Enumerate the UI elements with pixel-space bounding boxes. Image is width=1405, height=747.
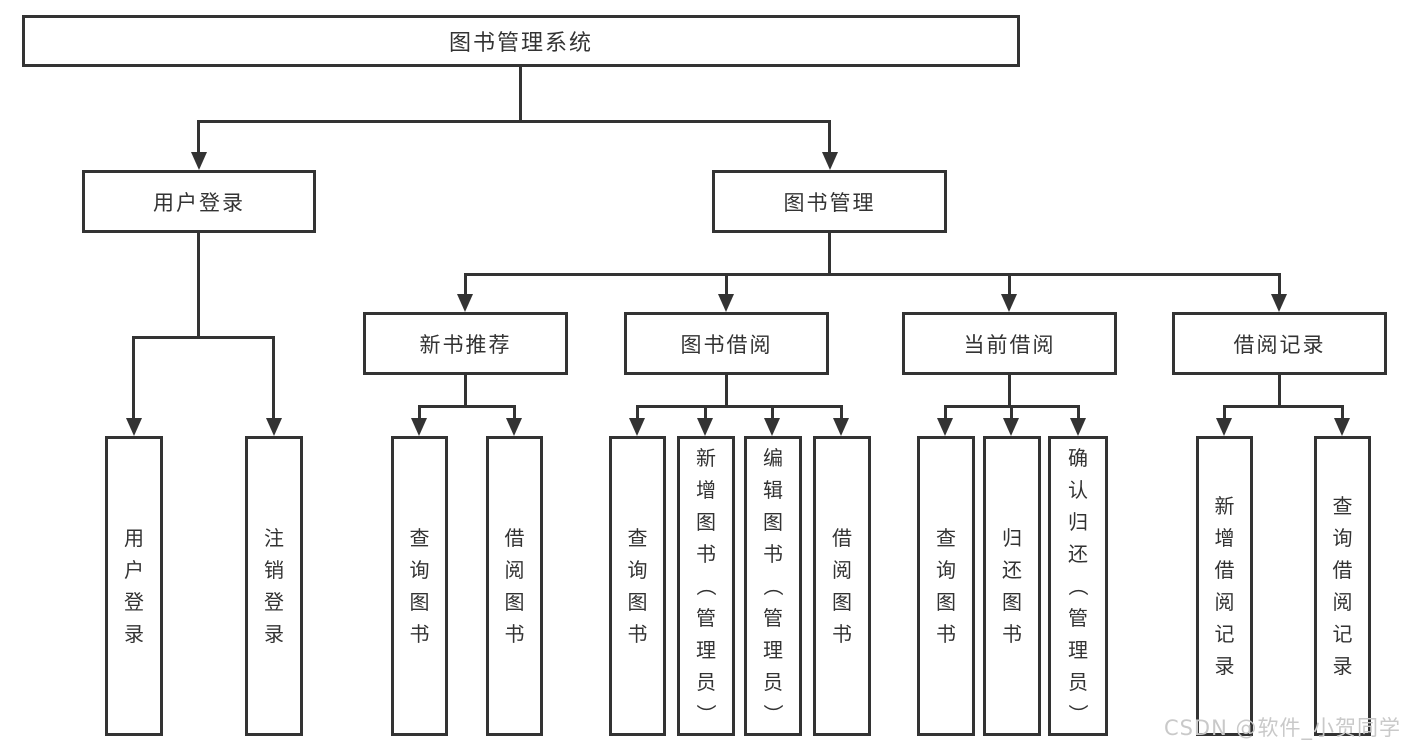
arrow-to-borrow-query [629, 418, 645, 436]
arrow-to-confirm-return [1070, 418, 1086, 436]
arrow-to-add-record [1216, 418, 1232, 436]
leaf-current-query-book-label: 查询图书 [936, 526, 956, 646]
arrow-to-recommend-query [411, 418, 427, 436]
arrow-to-current-borrow [1001, 294, 1017, 312]
node-current-borrow: 当前借阅 [902, 312, 1117, 375]
leaf-borrow-query-book-label: 查询图书 [627, 526, 648, 646]
edge-root-drop-right [828, 120, 831, 154]
leaf-borrow-book: 借阅图书 [813, 436, 871, 736]
arrow-to-query-record [1334, 418, 1350, 436]
edge-borrow-drop-3 [771, 405, 774, 420]
edge-root-drop-left [197, 120, 200, 154]
arrow-to-edit-book [764, 418, 780, 436]
arrow-to-recommend [457, 294, 473, 312]
edge-recommend-bus [418, 405, 516, 408]
node-current-borrow-label: 当前借阅 [963, 332, 1056, 357]
edge-record-bus [1223, 405, 1344, 408]
arrow-to-borrow-book [833, 418, 849, 436]
leaf-add-book-admin-label: 新增图书（管理员） [694, 446, 718, 724]
edge-borrow-stem [725, 375, 728, 407]
leaf-edit-book-admin-label: 编辑图书（管理员） [761, 446, 785, 724]
edge-borrow-drop-2 [704, 405, 707, 420]
leaf-add-borrow-record-label: 新增借阅记录 [1214, 494, 1235, 678]
leaf-borrow-query-book: 查询图书 [609, 436, 666, 736]
leaf-query-borrow-record: 查询借阅记录 [1314, 436, 1371, 736]
leaf-return-book: 归还图书 [983, 436, 1041, 736]
edge-user-login-drop-2 [272, 336, 275, 420]
node-root: 图书管理系统 [22, 15, 1020, 67]
leaf-current-query-book: 查询图书 [917, 436, 975, 736]
leaf-return-book-label: 归还图书 [1002, 526, 1022, 646]
leaf-add-borrow-record: 新增借阅记录 [1196, 436, 1253, 736]
edge-current-drop-2 [1010, 405, 1013, 420]
edge-drop-borrow-record [1278, 273, 1281, 296]
arrow-to-return-book [1003, 418, 1019, 436]
edge-recommend-drop-2 [513, 405, 516, 420]
leaf-edit-book-admin: 编辑图书（管理员） [744, 436, 802, 736]
node-borrow-record-label: 借阅记录 [1233, 332, 1326, 357]
edge-recommend-drop-1 [418, 405, 421, 420]
leaf-borrow-book-label: 借阅图书 [832, 526, 852, 646]
arrow-to-add-book [697, 418, 713, 436]
leaf-logout-label: 注销登录 [264, 526, 284, 646]
node-book-management: 图书管理 [712, 170, 947, 233]
arrow-to-leaf-logout [266, 418, 282, 436]
leaf-query-borrow-record-label: 查询借阅记录 [1332, 494, 1353, 678]
leaf-user-login-label: 用户登录 [124, 526, 144, 646]
arrow-to-book-borrow [718, 294, 734, 312]
edge-drop-book-borrow [725, 273, 728, 296]
node-new-book-recommend: 新书推荐 [363, 312, 568, 375]
arrow-to-leaf-user-login [126, 418, 142, 436]
node-book-borrow: 图书借阅 [624, 312, 829, 375]
edge-root-stem [519, 67, 522, 121]
edge-root-bus [197, 120, 831, 123]
edge-record-drop-2 [1341, 405, 1344, 420]
leaf-user-login: 用户登录 [105, 436, 163, 736]
edge-user-login-drop-1 [132, 336, 135, 420]
edge-book-mgmt-bus [464, 273, 1281, 276]
edge-user-login-bus [132, 336, 275, 339]
node-book-borrow-label: 图书借阅 [680, 332, 773, 357]
leaf-logout: 注销登录 [245, 436, 303, 736]
node-user-login-label: 用户登录 [153, 190, 245, 215]
csdn-watermark: CSDN @软件_小贺同学 [1163, 716, 1401, 740]
leaf-recommend-borrow-book-label: 借阅图书 [504, 526, 525, 646]
node-new-book-recommend-label: 新书推荐 [419, 332, 512, 357]
edge-book-mgmt-stem [828, 233, 831, 275]
node-book-management-label: 图书管理 [783, 190, 876, 215]
edge-user-login-stem [197, 233, 200, 339]
edge-record-stem [1278, 375, 1281, 407]
edge-current-drop-1 [944, 405, 947, 420]
arrow-to-user-login [191, 152, 207, 170]
edge-borrow-drop-1 [636, 405, 639, 420]
leaf-recommend-query-book-label: 查询图书 [409, 526, 430, 646]
leaf-add-book-admin: 新增图书（管理员） [677, 436, 735, 736]
node-borrow-record: 借阅记录 [1172, 312, 1387, 375]
edge-borrow-bus [636, 405, 843, 408]
leaf-confirm-return-admin: 确认归还（管理员） [1048, 436, 1108, 736]
leaf-recommend-query-book: 查询图书 [391, 436, 448, 736]
edge-drop-recommend [464, 273, 467, 296]
edge-current-drop-3 [1077, 405, 1080, 420]
edge-recommend-stem [464, 375, 467, 407]
edge-borrow-drop-4 [840, 405, 843, 420]
leaf-recommend-borrow-book: 借阅图书 [486, 436, 543, 736]
edge-current-stem [1008, 375, 1011, 407]
arrow-to-book-management [822, 152, 838, 170]
node-root-label: 图书管理系统 [448, 31, 593, 56]
arrow-to-current-query [937, 418, 953, 436]
node-user-login: 用户登录 [82, 170, 316, 233]
edge-record-drop-1 [1223, 405, 1226, 420]
arrow-to-borrow-record [1271, 294, 1287, 312]
edge-drop-current-borrow [1008, 273, 1011, 296]
arrow-to-recommend-borrow [506, 418, 522, 436]
leaf-confirm-return-admin-label: 确认归还（管理员） [1066, 446, 1090, 724]
